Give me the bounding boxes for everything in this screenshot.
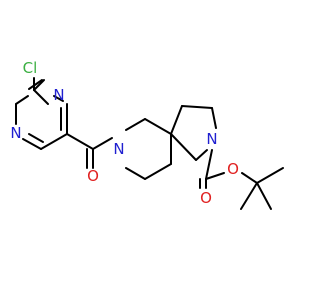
chlorine-atom-label: Cl [23,59,38,77]
bond [125,118,146,131]
bond [211,107,217,129]
bond [22,138,42,150]
molecule-structure: Cl N N O N N O O [10,59,284,210]
bonds [15,77,284,210]
bond [241,172,258,184]
bond [15,95,29,105]
bond [40,133,68,150]
nitrogen-atom-label: N [10,124,21,142]
bond [256,182,272,210]
bond [66,133,94,150]
bond [195,149,208,161]
bond [240,182,258,210]
oxygen-atom-label: O [227,160,239,178]
nitrogen-atom-label: N [206,130,217,148]
bond [33,79,45,91]
bond [144,118,172,135]
bond [92,137,113,150]
oxygen-atom-label: O [200,189,212,207]
bond [181,105,213,109]
bond [53,95,64,102]
atom-labels: Cl N N O N N O O [10,59,239,207]
bond [28,133,44,143]
nitrogen-atom-label: N [113,140,124,158]
bond [28,79,43,90]
bond [170,105,183,135]
bond [205,172,225,180]
bond [144,163,172,180]
bond [33,89,49,105]
bond [256,167,284,184]
oxygen-atom-label: O [87,167,99,185]
bond [170,133,197,161]
bond [125,167,146,180]
bond [205,149,213,180]
nitrogen-atom-label: N [53,86,64,104]
